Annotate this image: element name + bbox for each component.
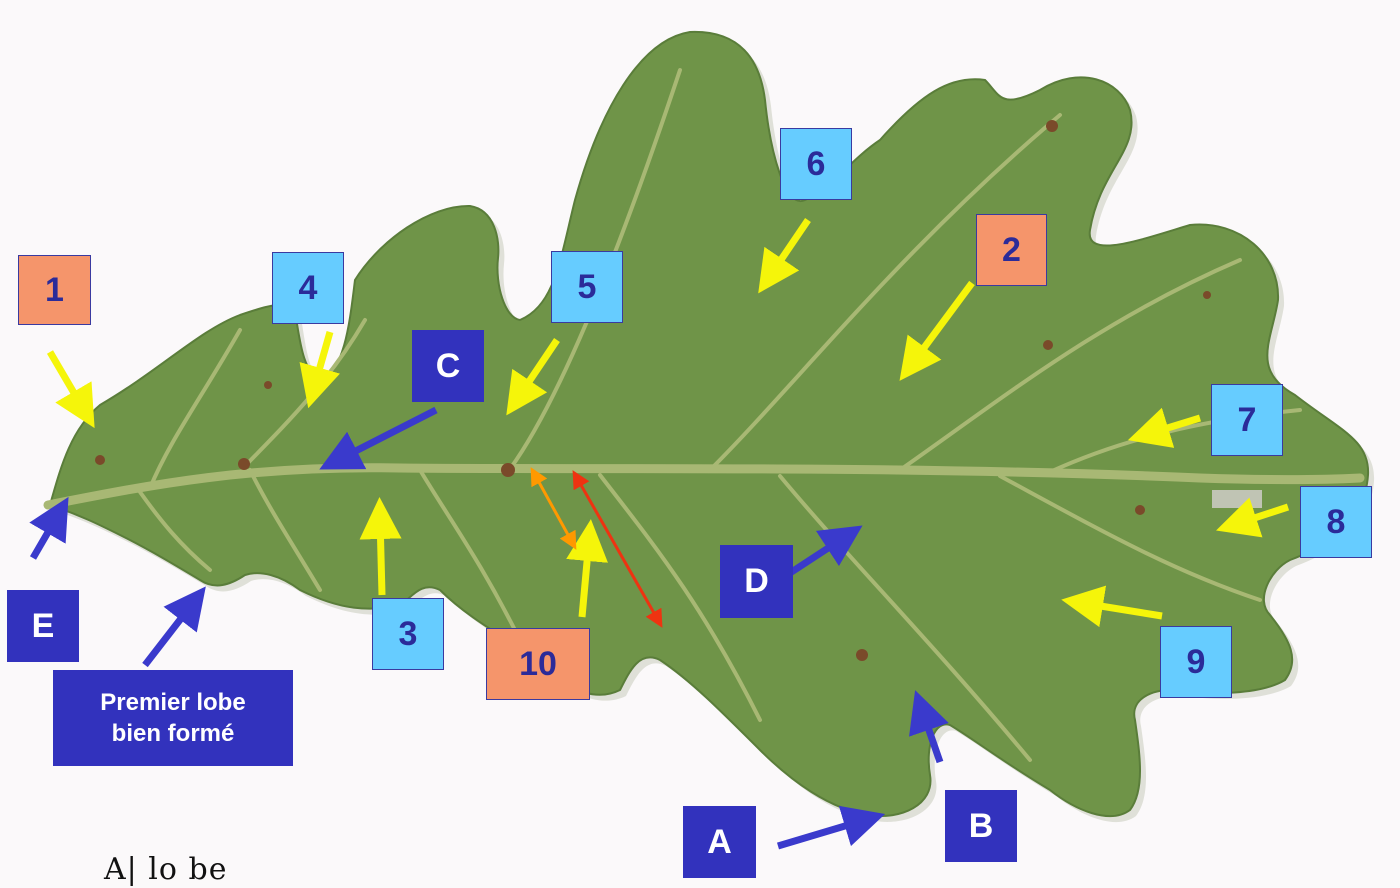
arrow-E: [33, 515, 58, 558]
label-B: B: [945, 790, 1017, 862]
label-5: 5: [551, 251, 623, 323]
arrow-1: [50, 352, 84, 410]
label-8: 8: [1300, 486, 1372, 558]
label-6: 6: [780, 128, 852, 200]
leaf-damage-patch: [1212, 490, 1262, 508]
label-7: 7: [1211, 384, 1283, 456]
label-3: 3: [372, 598, 444, 670]
label-A: A: [683, 806, 756, 878]
arrow-A: [778, 820, 865, 846]
handwritten-legend: A| lo be: [104, 852, 227, 887]
label-2: 2: [976, 214, 1047, 286]
label-E: E: [7, 590, 79, 662]
label-D: D: [720, 545, 793, 618]
arrow-3: [380, 518, 382, 595]
label-10: 10: [486, 628, 590, 700]
arrow-premier-lobe: [145, 603, 193, 665]
label-9: 9: [1160, 626, 1232, 698]
label-C: C: [412, 330, 484, 402]
premier-lobe-note: Premier lobe bien formé: [53, 670, 293, 766]
label-1: 1: [18, 255, 91, 325]
label-4: 4: [272, 252, 344, 324]
